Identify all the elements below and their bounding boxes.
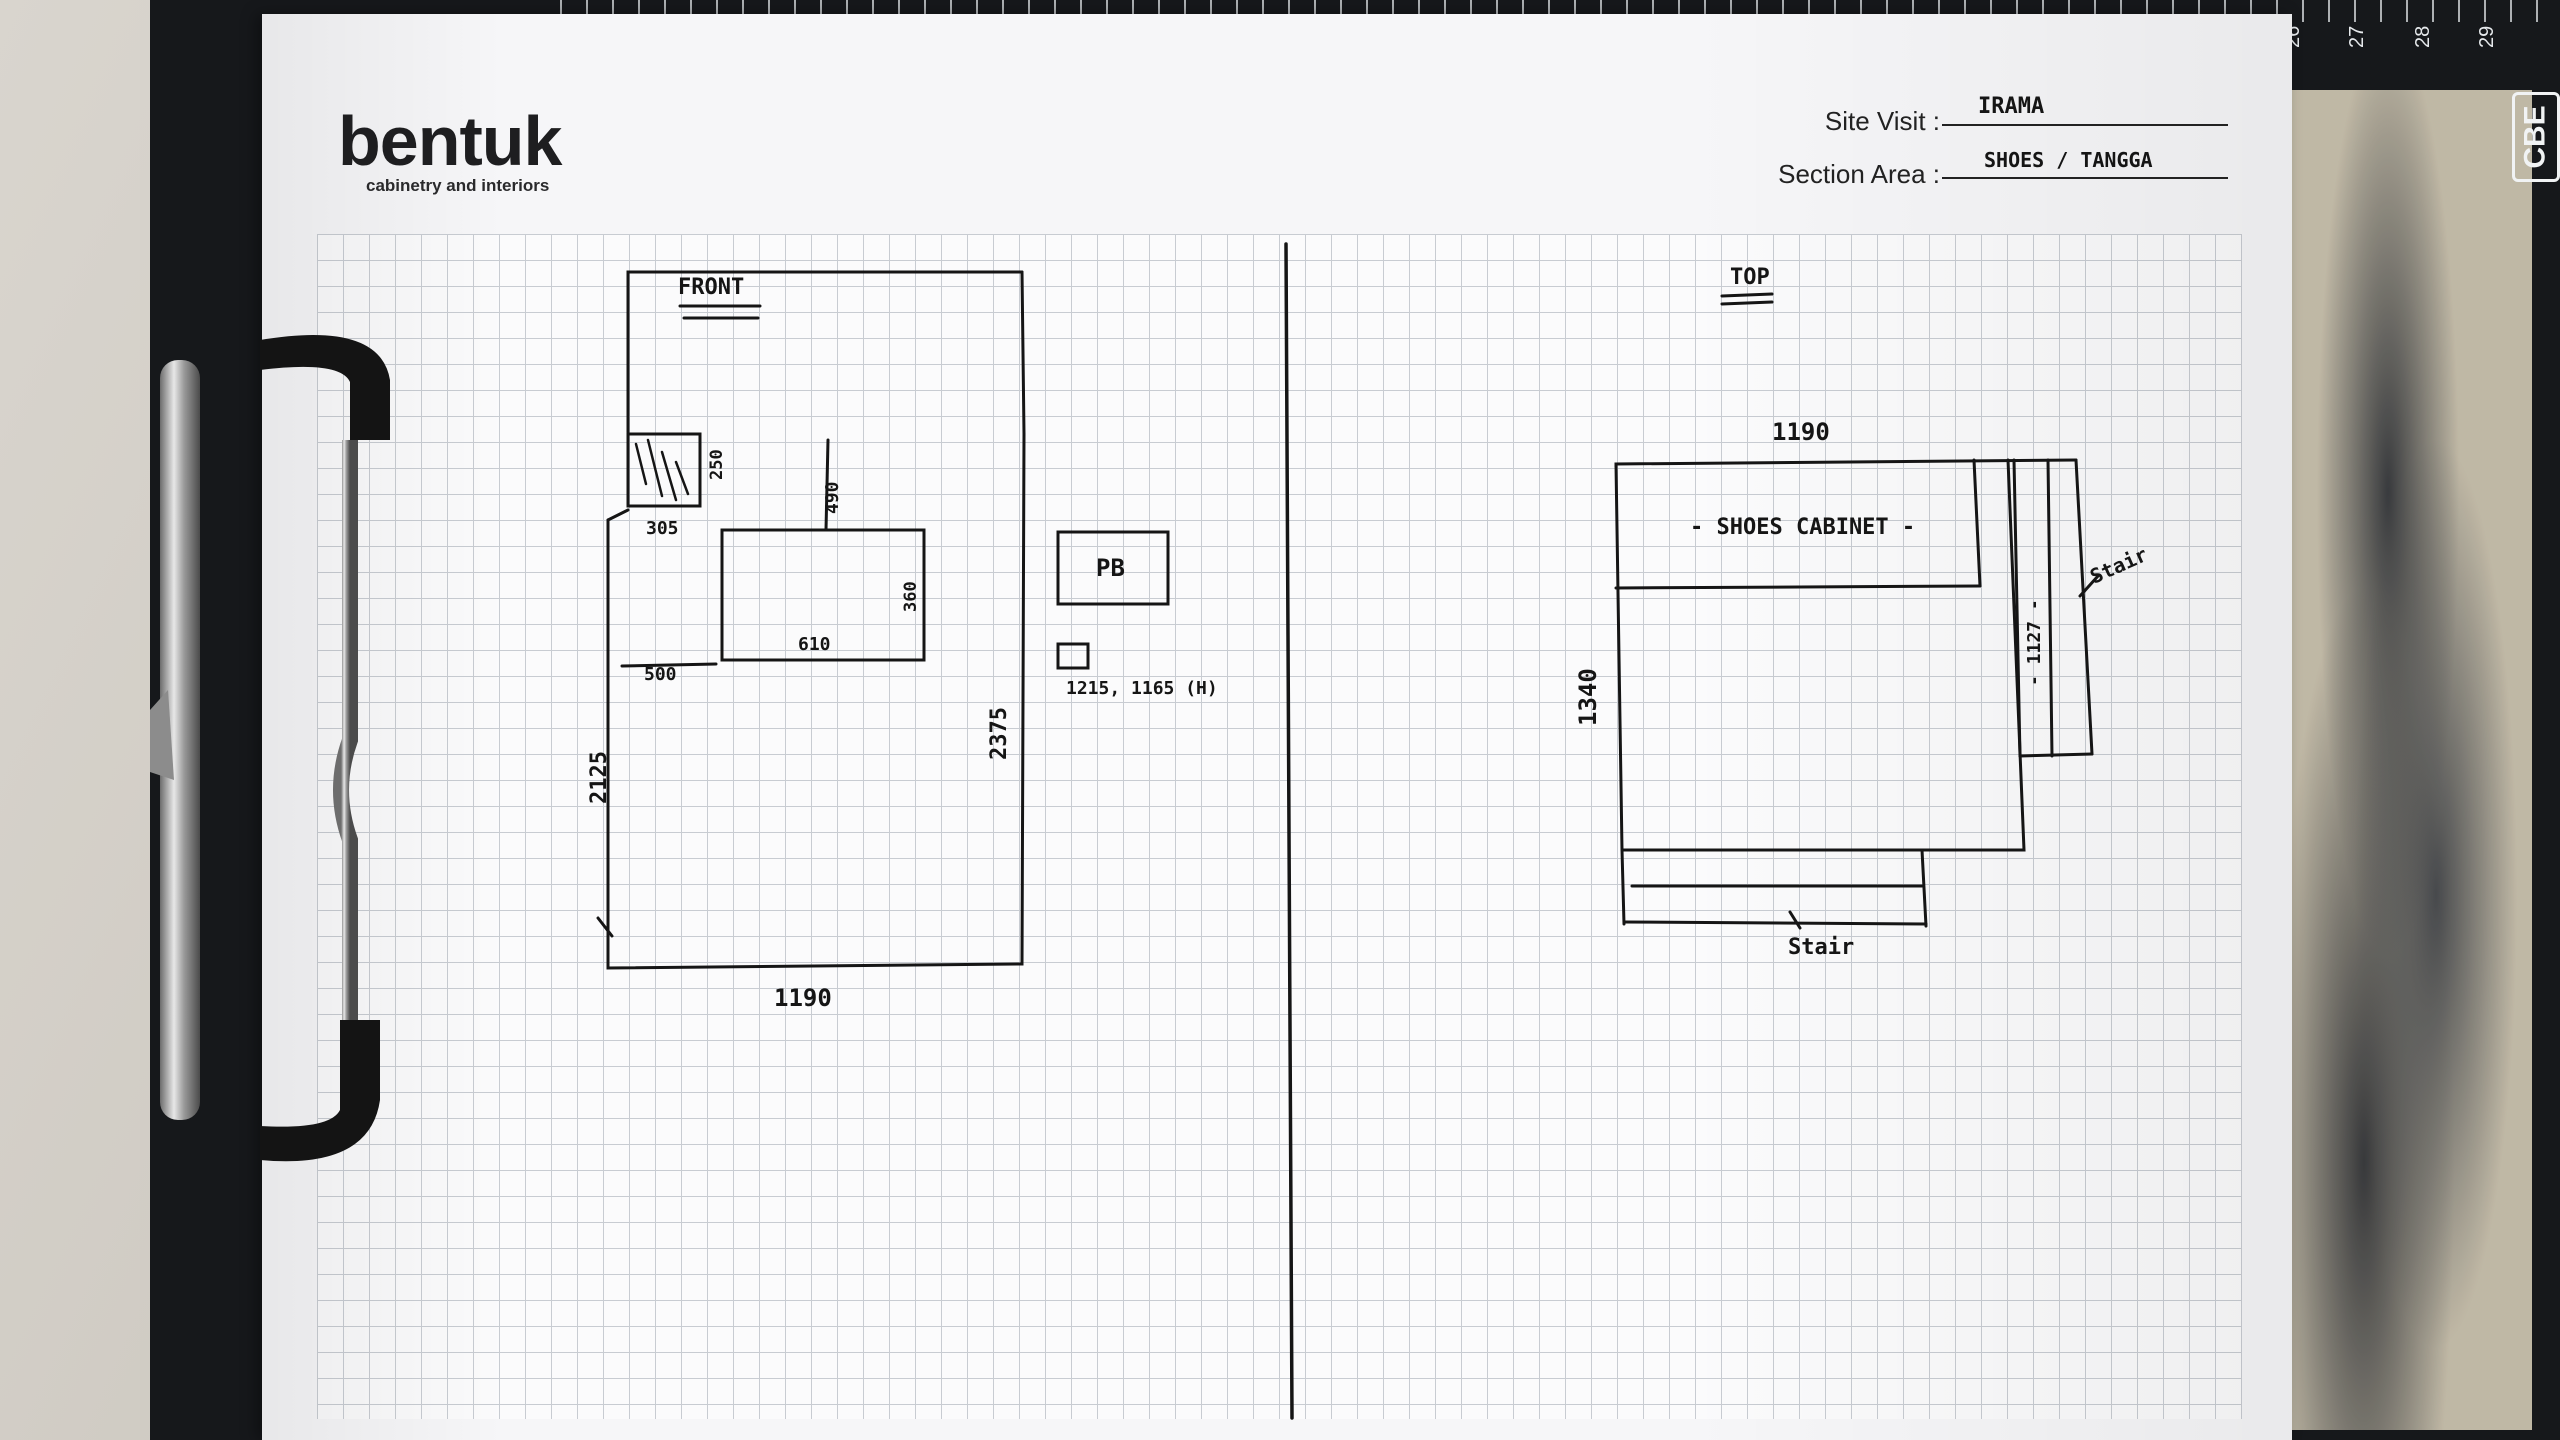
logo-wordmark: bentuk — [338, 102, 562, 180]
front-opening-height: 360 — [901, 581, 921, 612]
cabinet-label: - SHOES CABINET - — [1690, 515, 1915, 540]
top-left-edge — [1614, 462, 1624, 852]
stair-label-tick — [1788, 910, 1802, 930]
front-side-offset: 500 — [644, 664, 677, 685]
company-logo: bentuk cabinetry and interiors — [338, 102, 562, 196]
site-visit-label: Site Visit : — [1824, 106, 1940, 136]
top-title-underline — [1720, 300, 1774, 306]
front-title: FRONT — [678, 275, 744, 300]
front-corner-width: 305 — [646, 518, 679, 539]
hatch-line — [660, 450, 678, 502]
top-title: TOP — [1730, 265, 1770, 290]
clip-handle-top — [260, 335, 390, 440]
height-tick — [596, 916, 614, 938]
section-area-label: Section Area : — [1778, 159, 1940, 189]
top-depth: 1340 — [1574, 668, 1602, 726]
stair-line — [2046, 458, 2054, 758]
top-width: 1190 — [1772, 418, 1830, 446]
stair-bottom-label: Stair — [1788, 935, 1854, 960]
mat-brand-label: CBE — [2512, 92, 2560, 182]
side-offset-marker — [620, 662, 718, 668]
stained-mat — [2292, 90, 2532, 1430]
panel-box — [1056, 530, 1170, 606]
front-outline — [606, 432, 1026, 970]
front-top-edge — [626, 270, 1024, 434]
bottom-stair-line — [1620, 848, 1626, 926]
panel-box-label: PB — [1096, 554, 1125, 582]
clip-bar — [160, 360, 200, 1120]
clipboard-clip — [150, 335, 390, 1162]
front-top-offset: 490 — [822, 481, 843, 514]
switch-note: 1215, 1165 (H) — [1066, 678, 1218, 699]
section-area-line — [1942, 177, 2228, 179]
clip-handle-bottom — [260, 1020, 380, 1162]
clip-hinge — [150, 690, 174, 780]
front-opening — [720, 528, 926, 662]
site-visit-line — [1942, 124, 2228, 126]
bottom-stair-line — [1920, 848, 1928, 928]
front-corner-height: 250 — [707, 449, 727, 480]
stair-line — [2012, 458, 2022, 758]
cabinet-side-edge — [1972, 458, 1982, 588]
bottom-stair-line — [1622, 920, 1928, 926]
top-title-underline — [1720, 292, 1774, 298]
front-height-left: 2125 — [587, 751, 612, 804]
offset-marker — [824, 438, 830, 532]
stair-label-tick — [2078, 574, 2100, 598]
front-height-right: 2375 — [987, 707, 1012, 760]
switch-box — [1056, 642, 1090, 670]
cabinet-front-edge — [1614, 584, 1982, 590]
graph-grid — [317, 234, 2242, 1419]
stair-line — [2018, 752, 2094, 758]
hatch-line — [634, 442, 648, 486]
front-width: 1190 — [774, 984, 832, 1012]
center-divider — [1284, 242, 1294, 1420]
front-corner-box — [626, 432, 702, 508]
hatch-line — [646, 438, 664, 498]
front-right-edge — [1020, 270, 1026, 436]
hatch-line — [674, 460, 690, 496]
stair-right-label: Stair — [2086, 542, 2151, 588]
top-inner-outline — [1620, 458, 2026, 852]
corner-tick — [606, 508, 630, 522]
stair-line — [2074, 458, 2094, 756]
section-area-value: SHOES / TANGGA — [1984, 148, 2153, 172]
site-visit-value: IRAMA — [1978, 94, 2045, 119]
stair-depth: - 1127 - — [2024, 599, 2045, 686]
logo-tagline: cabinetry and interiors — [366, 176, 550, 195]
clip-wire — [333, 440, 358, 1020]
front-opening-width: 610 — [798, 634, 831, 655]
